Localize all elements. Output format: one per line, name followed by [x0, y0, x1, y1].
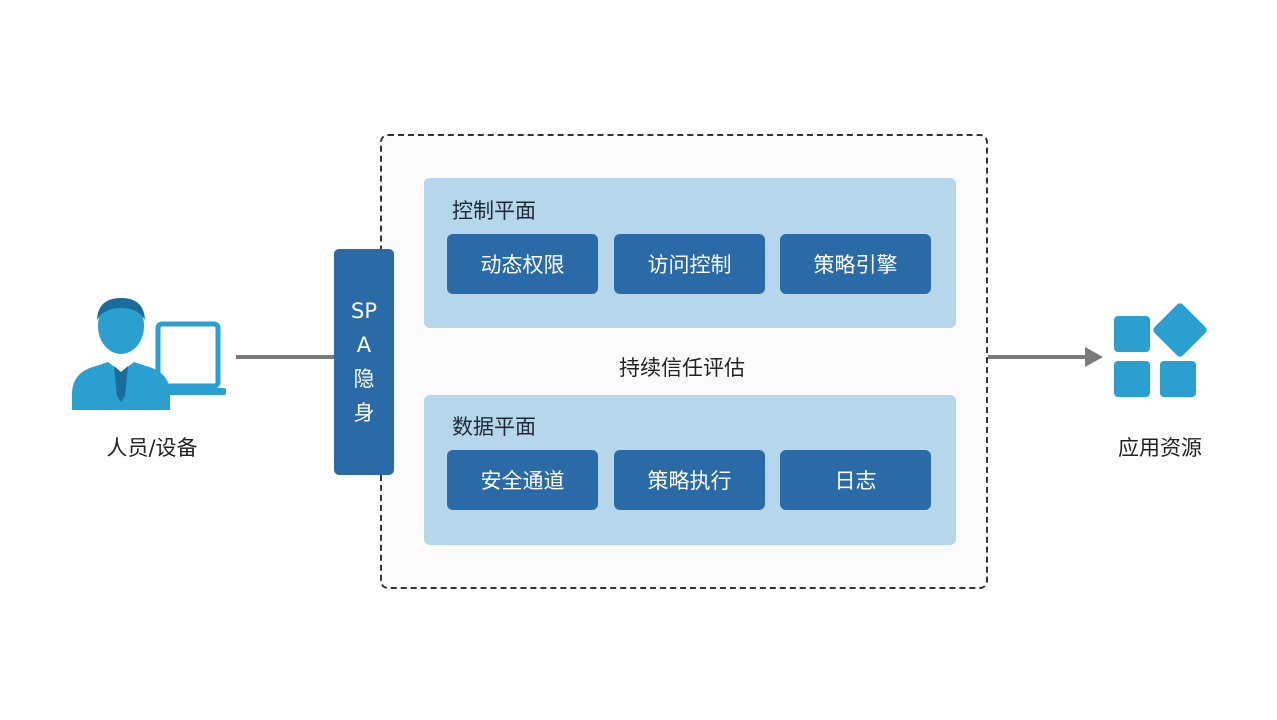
control-plane-title: 控制平面 — [452, 199, 536, 223]
module-dynamic-permission: 动态权限 — [447, 234, 598, 294]
module-access-control: 访问控制 — [614, 234, 765, 294]
resource-arrow — [988, 347, 1103, 367]
module-policy-engine: 策略引擎 — [780, 234, 931, 294]
spa-stealth-bar: SPA隐身 — [334, 249, 394, 475]
module-policy-enforcement: 策略执行 — [614, 450, 765, 510]
app-resource-label: 应用资源 — [1118, 436, 1202, 460]
spa-label: SPA隐身 — [350, 299, 377, 425]
continuous-trust-label: 持续信任评估 — [619, 356, 745, 380]
apps-icon — [1114, 303, 1207, 397]
module-log: 日志 — [780, 450, 931, 510]
data-plane-title: 数据平面 — [452, 415, 536, 439]
user-device-label: 人员/设备 — [106, 436, 198, 460]
module-secure-channel: 安全通道 — [447, 450, 598, 510]
person-device-icon — [72, 298, 226, 410]
